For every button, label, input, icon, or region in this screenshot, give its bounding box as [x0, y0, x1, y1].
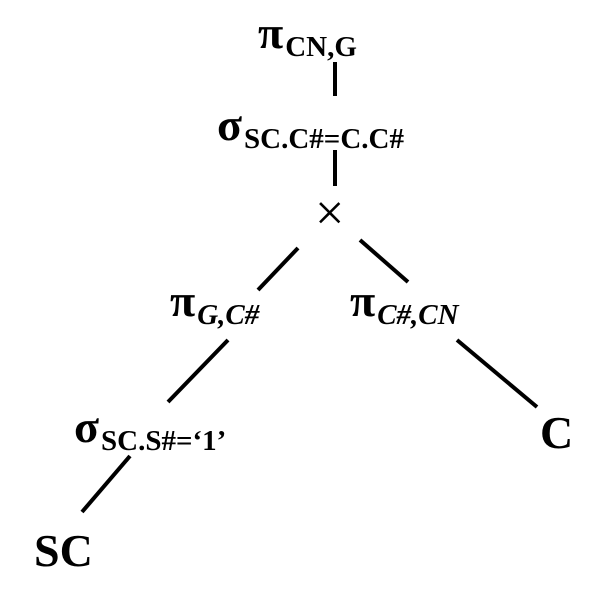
edge-product-to-left-projection: [256, 246, 300, 292]
sigma-symbol: σ: [217, 99, 243, 150]
right-projection-attributes: C#,CN: [377, 299, 459, 331]
product-node: ×: [315, 188, 344, 240]
edge-right-projection-to-c: [455, 338, 539, 409]
relation-sc: SC: [34, 525, 93, 576]
edge-left-selection-to-sc: [80, 454, 132, 514]
edge-left-projection-to-left-selection: [166, 338, 230, 404]
root-projection-node: πCN,G: [258, 10, 357, 62]
pi-symbol: π: [170, 275, 196, 326]
edge-product-to-right-projection: [358, 238, 410, 284]
pi-symbol: π: [350, 275, 376, 326]
left-projection-node: πG,C#: [170, 278, 259, 330]
right-projection-node: πC#,CN: [350, 278, 459, 330]
left-selection-node: σSC.S#=‘1’: [74, 404, 226, 456]
cross-product-symbol: ×: [315, 185, 345, 242]
root-projection-attributes: CN,G: [285, 31, 357, 63]
selection-condition: SC.S#=‘1’: [101, 425, 227, 457]
left-projection-attributes: G,C#: [197, 299, 260, 331]
relation-c: C: [540, 407, 574, 458]
pi-symbol: π: [258, 7, 284, 58]
join-condition: SC.C#=C.C#: [244, 123, 404, 155]
join-selection-node: σSC.C#=C.C#: [217, 102, 404, 154]
sigma-symbol: σ: [74, 401, 100, 452]
